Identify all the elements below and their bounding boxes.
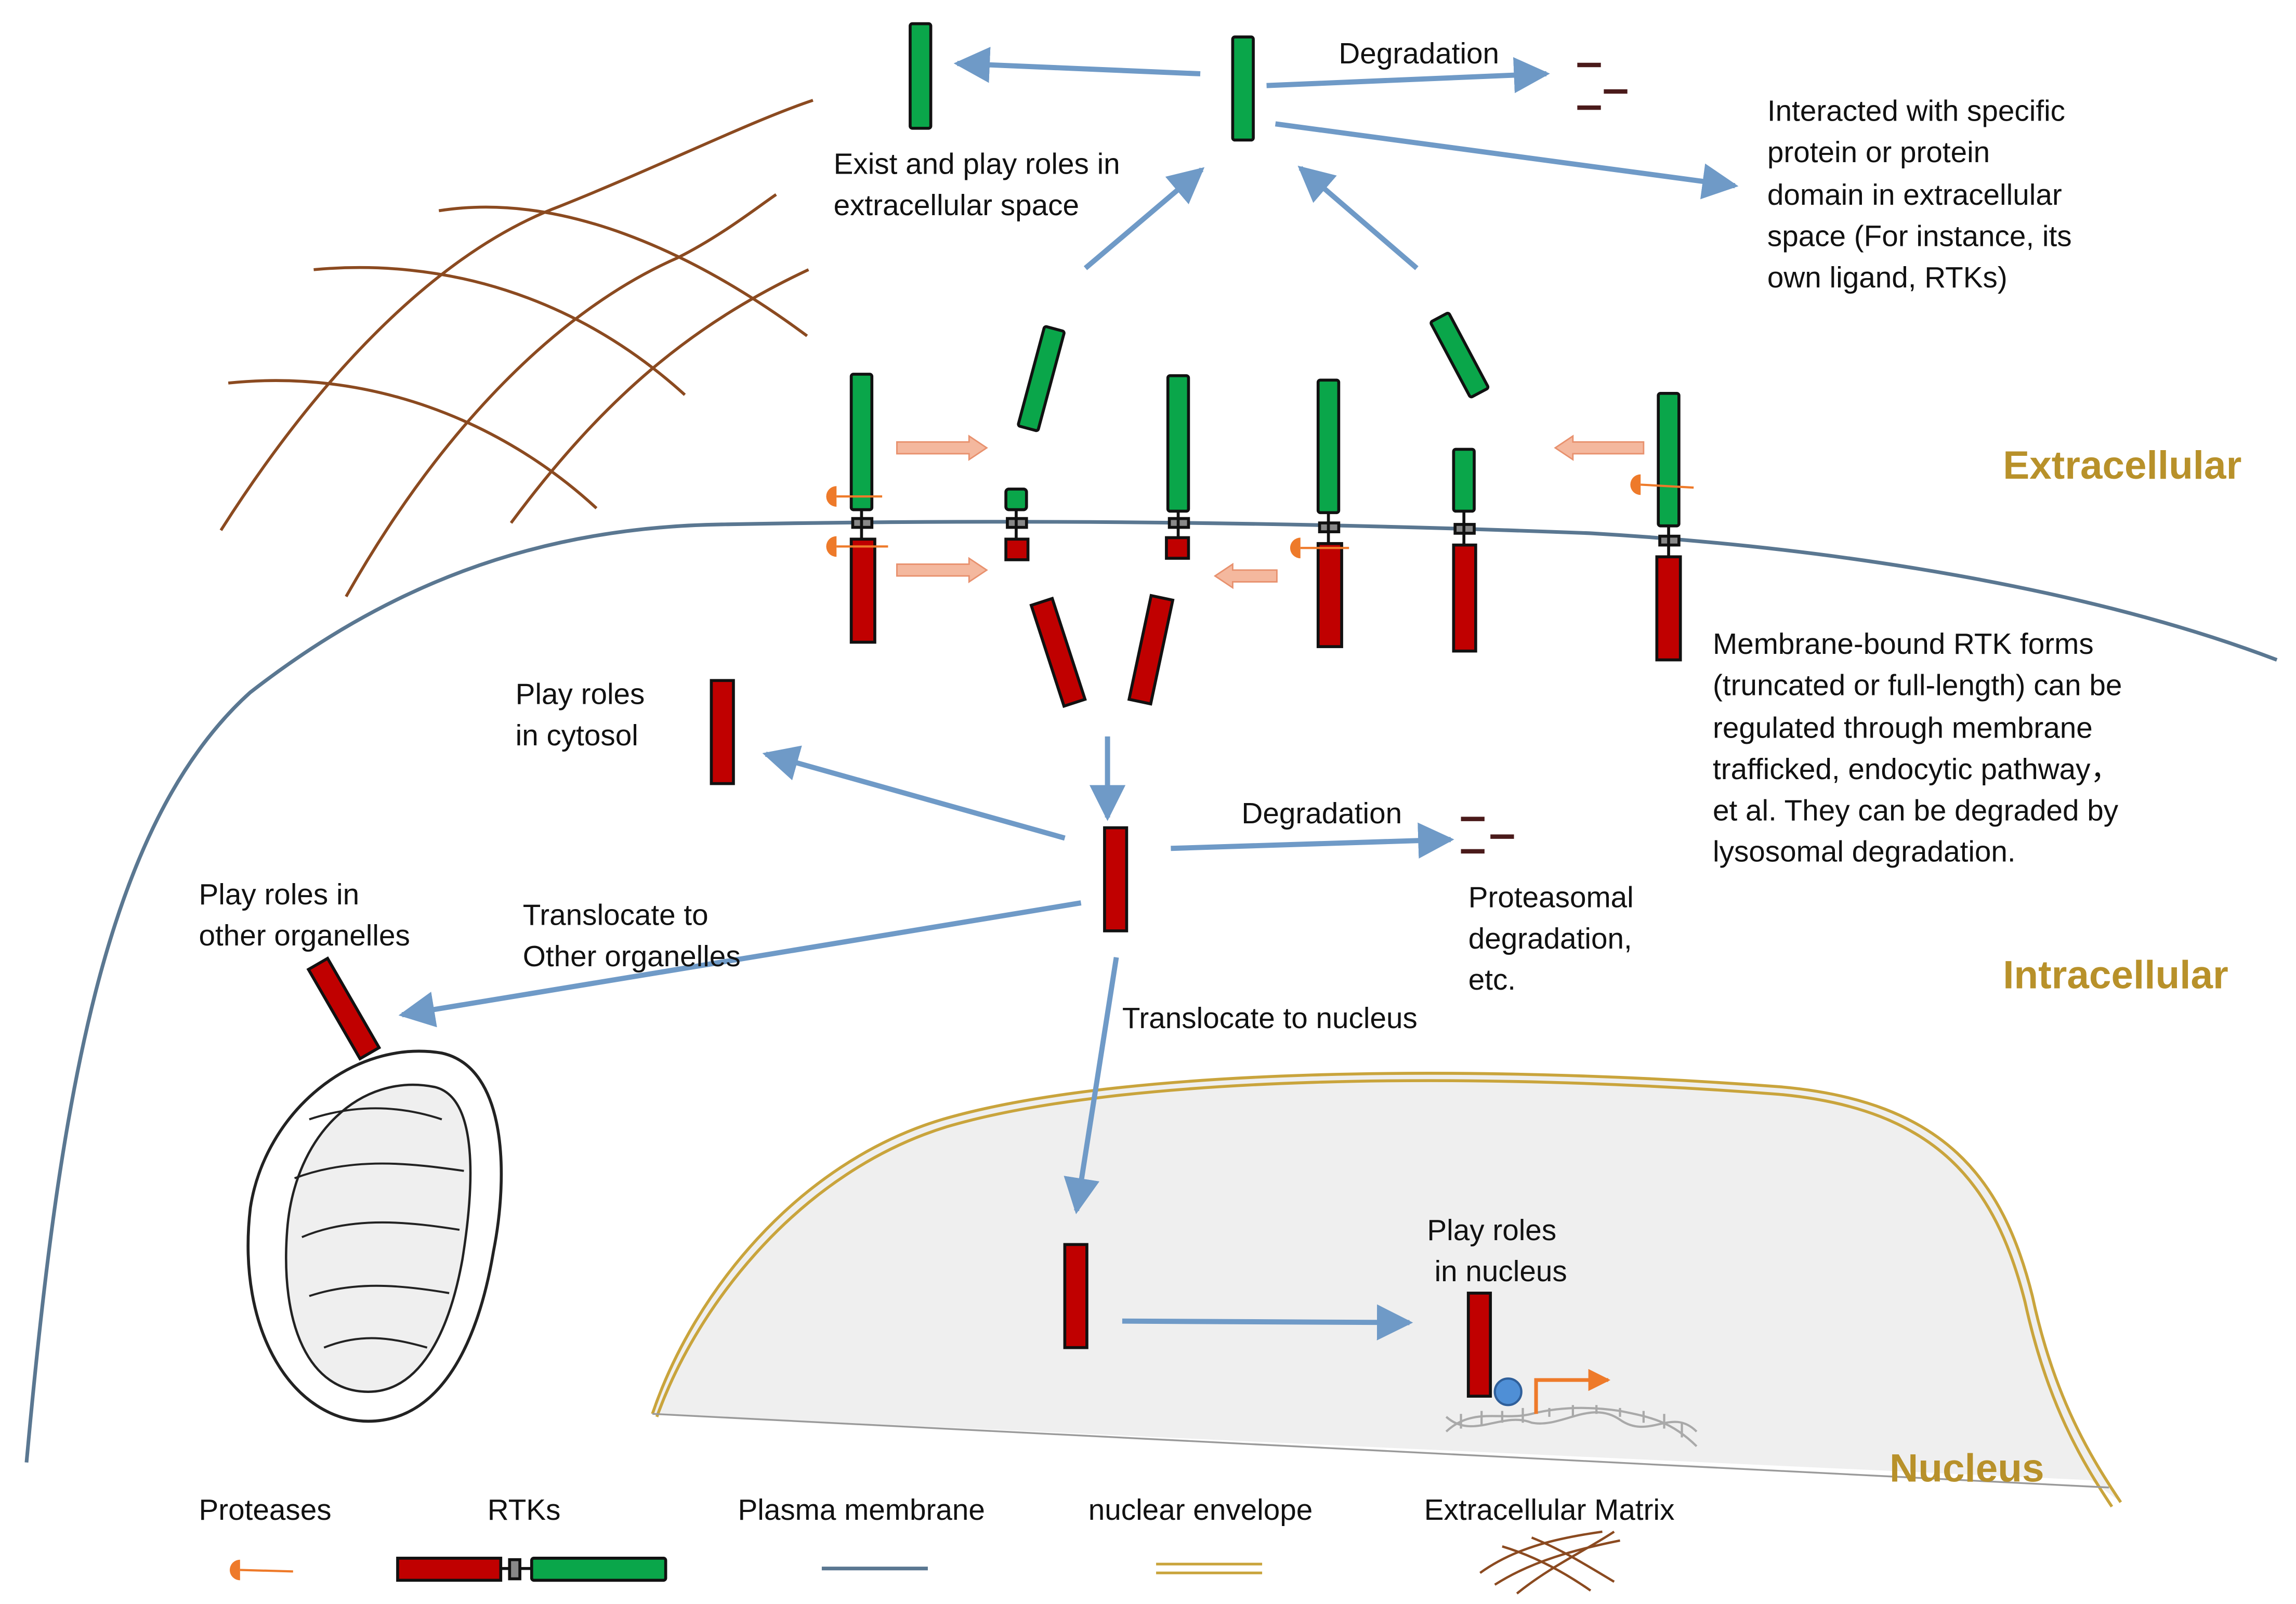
interacted-label: Interacted with specific protein or prot… xyxy=(1767,95,2080,294)
proteasomal-label: Proteasomal degradation, etc. xyxy=(1468,882,1642,997)
membrane-bound-label: Membrane-bound RTK forms (truncated or f… xyxy=(1713,628,2130,868)
membrane-rtks xyxy=(849,373,1682,662)
translocate-organelles-label: Translocate to Other organelles xyxy=(523,899,741,973)
legend-nuclear-envelope-label: nuclear envelope xyxy=(1088,1494,1313,1527)
legend-proteases-label: Proteases xyxy=(199,1494,331,1527)
intracellular-region-label: Intracellular xyxy=(2003,953,2228,997)
legend-rtk-icon xyxy=(396,1557,667,1582)
degradation-mid-label: Degradation xyxy=(1241,797,1402,830)
nucleus-roles-label: Play roles in nucleus xyxy=(1427,1214,1567,1288)
protease-icon xyxy=(1630,474,1694,495)
extracellular-matrix xyxy=(219,99,814,598)
organelles-label: Play roles in other organelles xyxy=(199,878,410,952)
legend-protease-icon xyxy=(229,1559,293,1581)
degradation-top-label: Degradation xyxy=(1339,37,1499,70)
intracellular-fragments xyxy=(306,594,1492,1398)
legend-nuclear-envelope-line xyxy=(1156,1562,1263,1574)
cytosol-label: Play roles in cytosol xyxy=(516,678,653,752)
legend-ecm-label: Extracellular Matrix xyxy=(1424,1494,1675,1527)
protease-icon xyxy=(1290,537,1349,559)
proteases xyxy=(826,474,1694,559)
extracellular-region-label: Extracellular xyxy=(2003,443,2241,488)
exist-extracellular-label: Exist and play roles in extracellular sp… xyxy=(834,148,1129,222)
nucleus-region-label: Nucleus xyxy=(1890,1447,2044,1491)
nucleus xyxy=(651,1072,2122,1508)
transcription-factor-icon xyxy=(1493,1377,1523,1406)
protease-icon xyxy=(826,486,883,507)
legend-plasma-membrane-label: Plasma membrane xyxy=(738,1494,985,1527)
transcription-start-arrow-icon xyxy=(1534,1369,1611,1414)
soluble-ectodomains xyxy=(909,22,1490,432)
trafficking-arrows xyxy=(896,435,1645,589)
legend: Proteases RTKs Plasma membrane nuclear e… xyxy=(199,1494,1675,1595)
legend-ecm-icon xyxy=(1479,1530,1620,1595)
protease-icon xyxy=(826,536,888,557)
legend-rtks-label: RTKs xyxy=(488,1494,561,1527)
mitochondrion xyxy=(246,1049,503,1423)
plasma-membrane xyxy=(24,520,2278,1463)
translocate-nucleus-label: Translocate to nucleus xyxy=(1122,1002,1418,1035)
pathway-arrows xyxy=(398,47,1739,1340)
dna-helix xyxy=(1445,1405,1698,1448)
degradation-products xyxy=(1461,62,1628,854)
